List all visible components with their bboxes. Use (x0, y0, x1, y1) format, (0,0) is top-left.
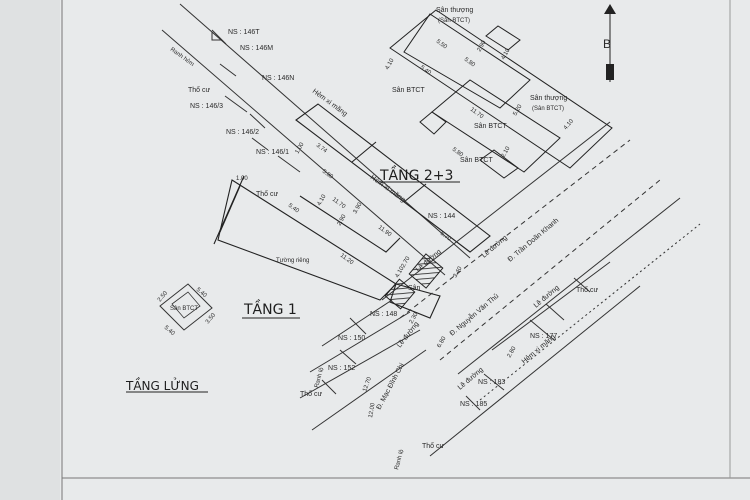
label-san-btct-1: Sân BTCT (392, 87, 425, 94)
north-letter: B (603, 37, 611, 51)
dim-18: 1.00 (236, 176, 248, 182)
floor23-title: TẦNG 2+3 (379, 165, 453, 184)
dim-23: 2.70 (401, 255, 412, 269)
floor1-outline (213, 175, 441, 319)
house-number-146n: NS : 146N (262, 75, 294, 82)
house-number-185: NS : 185 (460, 401, 487, 408)
dim-30: 12.00 (368, 402, 377, 418)
dim-17: 1.00 (295, 141, 306, 155)
mezzanine-title: TẦNG LỬNG (125, 377, 199, 393)
right-lots (465, 261, 611, 411)
rooftop-outline (389, 9, 613, 179)
floor1-title: TẦNG 1 (243, 299, 297, 318)
label-san-btct-3: Sân BTCT (460, 157, 493, 164)
dim-1: 4.10 (385, 57, 396, 71)
label-tho-cu-2: Thổ cư (576, 286, 599, 294)
label-tho-cu-1: Thổ cư (188, 86, 211, 94)
floor23-outline (295, 103, 491, 253)
dim-19: 4.10 (317, 193, 328, 207)
stair-hatch (408, 253, 444, 289)
lower-lots (299, 299, 427, 431)
label-san-btct-b: (Sân BTCT) (532, 106, 564, 112)
label-tho-cu-5: Thổ cư (256, 190, 279, 198)
label-san-thuong-2: Sân thượng (530, 95, 567, 102)
label-san: Sân (408, 285, 421, 292)
dim-20: 2.90 (337, 213, 348, 227)
main-road-lines (381, 121, 701, 457)
street-ranh-left: Ranh lộ (314, 366, 325, 388)
label-tho-cu-3: Thổ cư (300, 390, 323, 398)
house-number-144: NS : 144 (428, 213, 455, 220)
house-number-146m: NS : 146M (240, 45, 273, 52)
house-number-146-1: NS : 146/1 (256, 149, 289, 156)
dim-35: 2.80 (507, 345, 518, 359)
dim-24: 4.10 (395, 265, 406, 279)
house-number-177: NS : 177 (530, 333, 557, 340)
paper-shadow-left (0, 0, 60, 500)
house-number-148: NS : 148 (370, 311, 397, 318)
label-tuong-rieng: Tường riêng (276, 258, 309, 264)
house-number-152: NS : 152 (328, 365, 355, 372)
house-number-146t: NS : 146T (228, 29, 260, 36)
dim-25: 3.40 (453, 265, 464, 279)
dim-10: 2.10 (501, 145, 512, 159)
stair-hatch-2 (384, 278, 416, 310)
label-san-btct-small: Sân BTCT (170, 306, 198, 312)
dim-3: 2.90 (477, 39, 488, 53)
house-number-146-2: NS : 146/2 (226, 129, 259, 136)
label-san-btct-2: Sân BTCT (474, 123, 507, 130)
label-san-thuong-1: Sân thượng (436, 7, 473, 14)
house-number-183: NS : 183 (478, 379, 505, 386)
label-tho-cu-4: Thổ cư (422, 442, 445, 450)
dim-29: 12.70 (362, 376, 373, 393)
dim-8: 5.20 (513, 103, 524, 117)
north-arrow: B (603, 4, 616, 82)
mezzanine-box (159, 283, 213, 331)
house-number-150: NS : 150 (338, 335, 365, 342)
street-ranh-bottom: Ranh lộ (394, 448, 405, 470)
dim-21: 3.90 (353, 201, 364, 215)
dim-6: 4.10 (501, 47, 512, 61)
dim-28: 6.80 (437, 335, 448, 349)
dim-26: 2.30 (409, 311, 420, 325)
house-number-146-3: NS : 146/3 (190, 103, 223, 110)
label-san-btct-a: (Sân BTCT) (438, 18, 470, 24)
